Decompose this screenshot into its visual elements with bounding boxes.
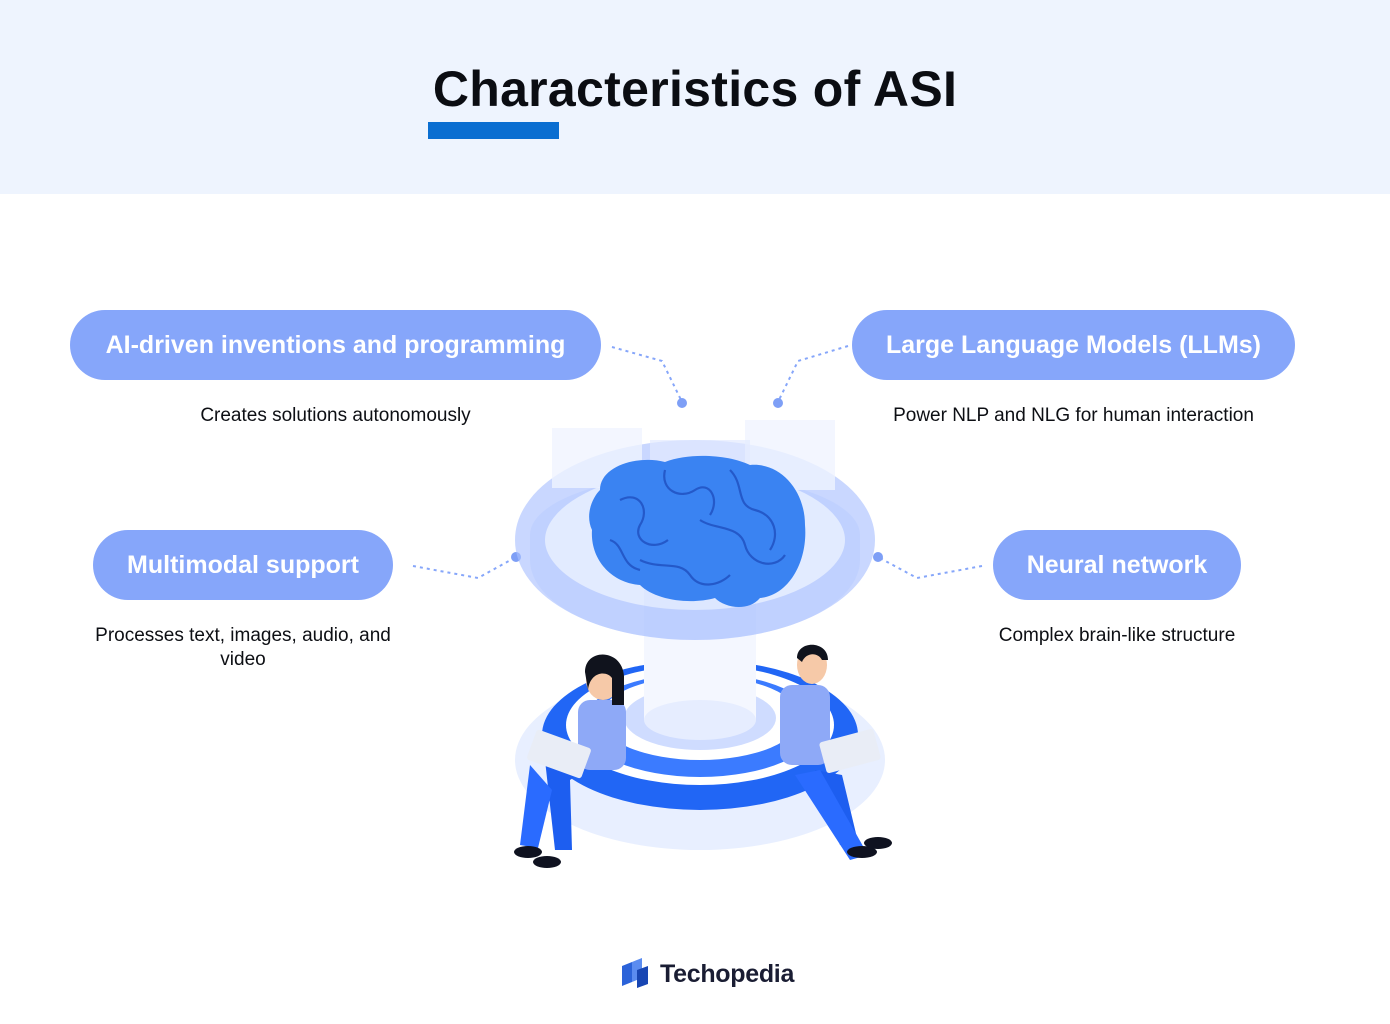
connector-dot-mid-right xyxy=(873,552,883,562)
feature-pill-llms: Large Language Models (LLMs) xyxy=(852,310,1295,380)
techopedia-logo: Techopedia xyxy=(620,956,794,992)
woman-with-laptop-figure xyxy=(514,654,626,868)
page-title: Characteristics of ASI xyxy=(432,61,958,117)
brand-name: Techopedia xyxy=(660,959,795,988)
feature-description-ai-inventions: Creates solutions autonomously xyxy=(200,405,471,426)
feature-description-neural-network: Complex brain-like structure xyxy=(998,625,1236,646)
connector-lines xyxy=(412,345,983,580)
title-underline xyxy=(428,122,559,139)
feature-pill-neural-network: Neural network xyxy=(993,530,1241,600)
connector-top-right xyxy=(777,345,849,403)
connector-mid-right xyxy=(877,556,983,580)
connector-dot-top-left xyxy=(677,398,687,408)
feature-pill-ai-inventions: AI-driven inventions and programming xyxy=(70,310,601,380)
feature-description-multimodal: Processes text, images, audio, and video xyxy=(95,625,391,670)
connector-mid-left xyxy=(412,556,517,580)
techopedia-logo-icon xyxy=(622,958,648,988)
connector-dot-top-right xyxy=(773,398,783,408)
connector-top-left xyxy=(611,346,683,403)
header-banner xyxy=(0,0,1390,194)
brain-icon xyxy=(589,455,806,608)
man-with-laptop-figure xyxy=(780,644,892,860)
feature-description-llms: Power NLP and NLG for human interaction xyxy=(893,405,1254,426)
feature-pill-multimodal: Multimodal support xyxy=(93,530,393,600)
